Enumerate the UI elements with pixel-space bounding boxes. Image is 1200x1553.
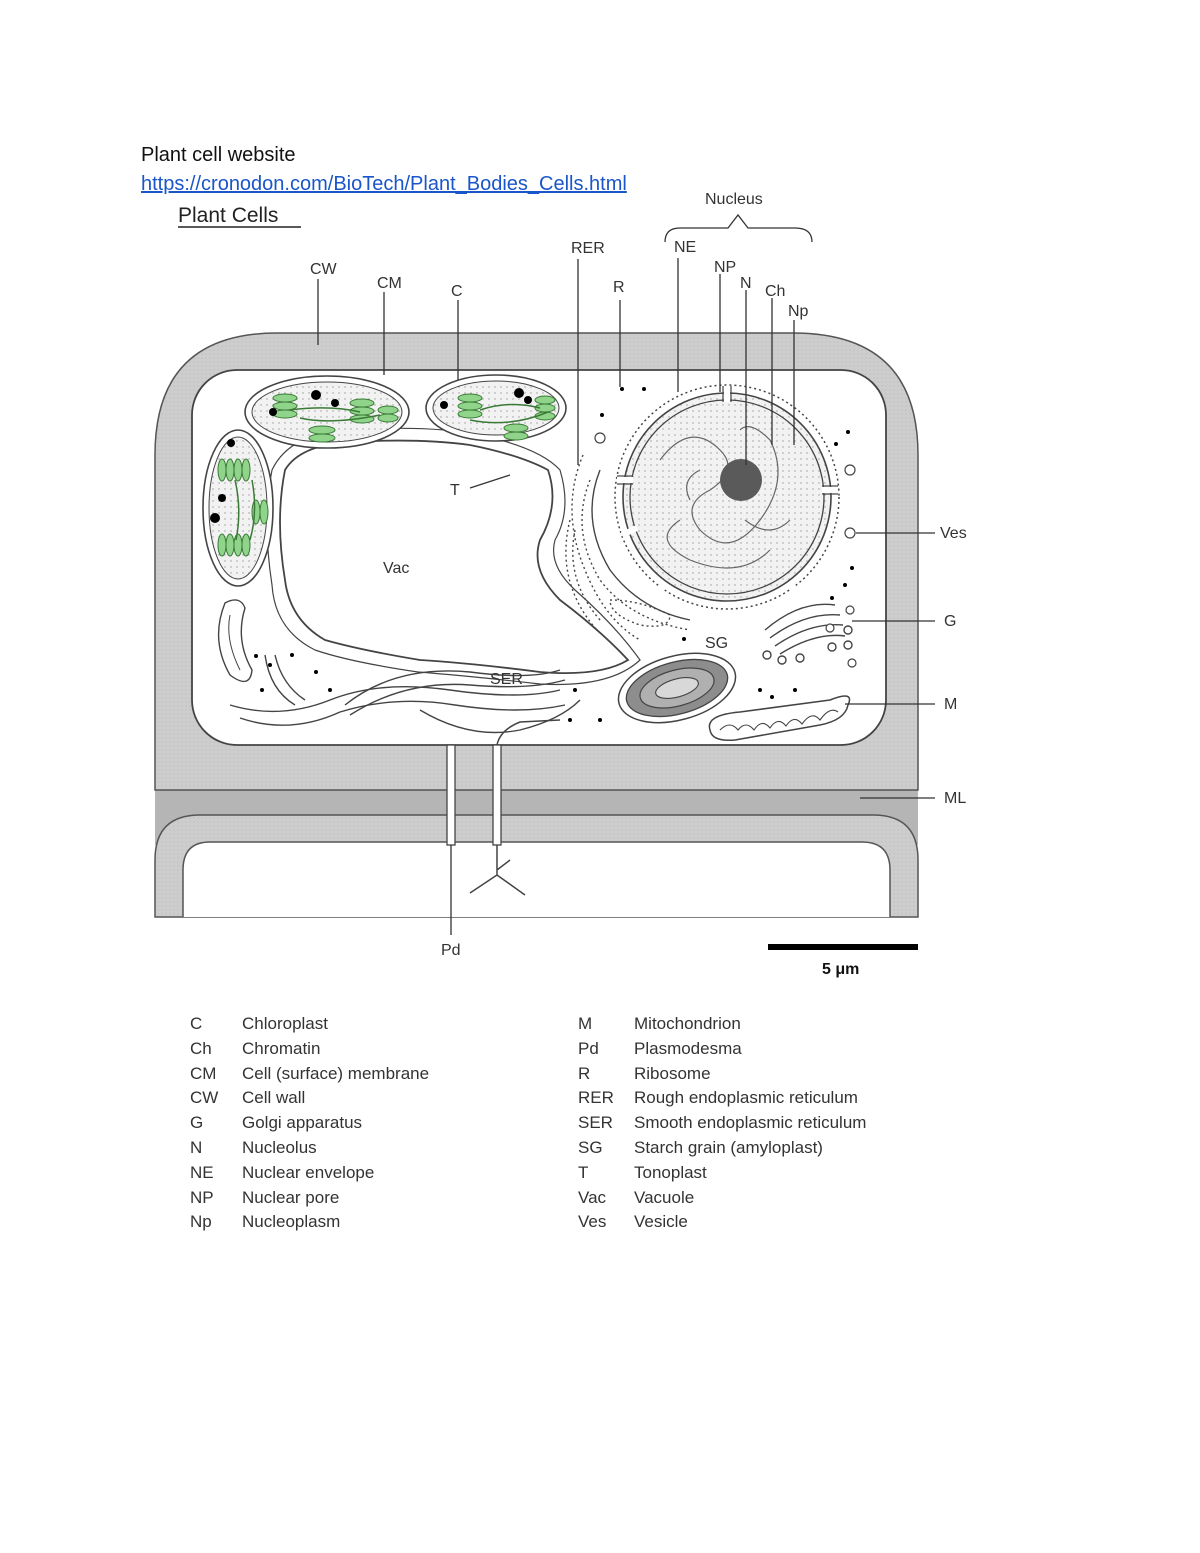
scale-label: 5 μm <box>822 961 859 978</box>
label-rer: RER <box>571 240 605 257</box>
plasmodesma-right <box>492 744 502 846</box>
source-link[interactable]: https://cronodon.com/BioTech/Plant_Bodie… <box>141 173 627 195</box>
figure-heading: Plant Cells <box>178 204 278 227</box>
legend-abbr: RER <box>578 1088 614 1108</box>
label-ser: SER <box>490 671 523 688</box>
scale-bar <box>768 944 918 950</box>
nucleolus <box>720 459 762 501</box>
legend-term: Tonoplast <box>634 1162 707 1182</box>
legend-abbr: Pd <box>578 1038 599 1058</box>
legend-abbr: CM <box>190 1063 217 1083</box>
chloroplast-2 <box>425 374 567 442</box>
label-r: R <box>613 279 625 296</box>
mitochondrion-left <box>217 599 253 683</box>
legend-abbr: R <box>578 1063 591 1083</box>
golgi <box>762 603 853 665</box>
legend-term: Cell (surface) membrane <box>242 1063 430 1083</box>
legend-term: Ribosome <box>634 1063 711 1083</box>
plasmodesma-er <box>496 719 561 746</box>
legend-abbr: NE <box>190 1162 214 1182</box>
starch-grain <box>617 652 737 724</box>
legend-abbr: C <box>190 1014 203 1033</box>
legend-abbr: M <box>578 1014 593 1033</box>
plasmodesma-branch <box>469 845 526 896</box>
rough-er <box>565 454 691 641</box>
legend-term: Cell wall <box>242 1088 306 1108</box>
plasmodesma-left <box>446 744 456 846</box>
label-t: T <box>450 482 460 499</box>
legend-term: Vesicle <box>634 1212 688 1232</box>
legend-term: Golgi apparatus <box>242 1113 363 1133</box>
legend-term: Mitochondrion <box>634 1014 741 1033</box>
legend-term: Nuclear pore <box>242 1187 340 1207</box>
legend-term: Vacuole <box>634 1187 695 1207</box>
vacuole <box>279 439 630 675</box>
label-nucleus: Nucleus <box>705 191 763 208</box>
chloroplast-1 <box>244 375 410 449</box>
legend-abbr: SER <box>578 1113 613 1133</box>
mitochondrion-right <box>708 695 851 742</box>
legend-term: Chloroplast <box>242 1014 328 1033</box>
legend-abbr: N <box>190 1138 203 1157</box>
nucleus <box>614 384 840 610</box>
label-sg: SG <box>705 635 728 652</box>
legend-abbr: CW <box>190 1088 219 1108</box>
label-ml: ML <box>944 790 966 807</box>
label-cw: CW <box>310 261 338 278</box>
chloroplast-3 <box>202 429 274 587</box>
leader-lines <box>317 213 935 935</box>
legend-abbr: Ves <box>578 1212 607 1232</box>
label-vac: Vac <box>383 560 409 577</box>
document-title: Plant cell website <box>141 144 296 166</box>
label-c: C <box>451 283 463 300</box>
legend-abbr: G <box>190 1113 204 1133</box>
label-np-lower: Np <box>788 303 809 320</box>
legend-term: Chromatin <box>242 1038 321 1058</box>
legend-abbr: Ch <box>190 1038 212 1058</box>
legend-abbr: NP <box>190 1187 214 1207</box>
label-np: NP <box>714 259 736 276</box>
legend-abbr: Np <box>190 1212 212 1232</box>
legend-term: Starch grain (amyloplast) <box>634 1138 823 1157</box>
lower-cell-interior <box>182 841 891 917</box>
legend-term: Nucleolus <box>242 1138 317 1157</box>
label-ch: Ch <box>765 283 785 300</box>
label-cm: CM <box>377 275 402 292</box>
label-ne: NE <box>674 239 696 256</box>
label-pd: Pd <box>441 942 461 959</box>
legend-term: Smooth endoplasmic reticulum <box>634 1113 867 1133</box>
legend-abbr: SG <box>578 1138 603 1157</box>
legend-term: Nucleoplasm <box>242 1212 341 1232</box>
legend-abbr: Vac <box>578 1187 607 1207</box>
legend-term: Nuclear envelope <box>242 1162 375 1182</box>
label-n: N <box>740 275 752 292</box>
ribosomes <box>254 387 854 722</box>
label-m: M <box>944 696 957 713</box>
label-g: G <box>944 613 956 630</box>
vesicles <box>594 432 857 668</box>
legend-term: Rough endoplasmic reticulum <box>634 1088 858 1108</box>
smooth-er <box>229 654 581 734</box>
label-ves: Ves <box>940 525 967 542</box>
legend-term: Plasmodesma <box>634 1038 742 1058</box>
chromatin <box>659 426 791 569</box>
legend-abbr: T <box>578 1162 589 1182</box>
